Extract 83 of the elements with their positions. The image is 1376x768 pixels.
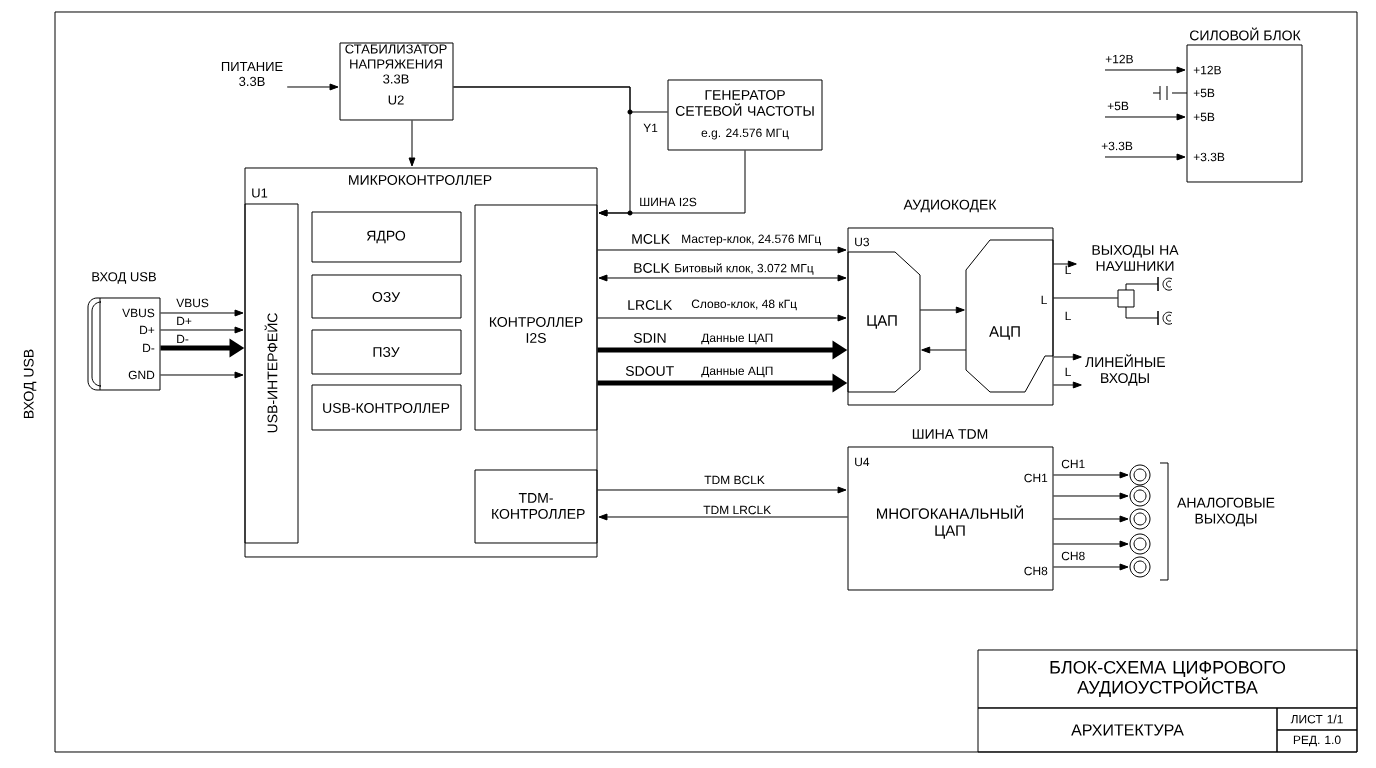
title-block-cell: БЛОК-СХЕМА ЦИФРОВОГО АУДИОУСТРОЙСТВА bbox=[977, 649, 1358, 709]
edge-label: CH8 bbox=[1060, 550, 1087, 562]
node-label: Y1 bbox=[643, 123, 658, 133]
side-label: ВХОД USB bbox=[23, 349, 37, 418]
title-block-cell: РЕД. 1.0 bbox=[1276, 729, 1358, 753]
edge-label: +12В bbox=[1104, 53, 1135, 65]
arrow bbox=[919, 306, 965, 314]
edge-label: MCLK bbox=[630, 233, 672, 245]
signal-description: Мастер-клок, 24.576 МГц bbox=[682, 234, 821, 246]
node-label: ШИНА TDM bbox=[912, 429, 988, 439]
arrow bbox=[1053, 540, 1129, 548]
arrow bbox=[453, 86, 631, 217]
edge-label: +5В bbox=[1106, 100, 1130, 112]
arrow bbox=[597, 246, 847, 254]
edge-label: TDM LRCLK bbox=[702, 504, 773, 516]
edge-label: SDOUT bbox=[624, 365, 676, 377]
channel-mark: L bbox=[1065, 367, 1071, 377]
edge-label: +3.3В bbox=[1100, 140, 1134, 152]
jack-socket bbox=[1129, 556, 1151, 578]
input-label: ПИТАНИЕ 3.3В bbox=[221, 61, 283, 86]
jack-socket bbox=[1129, 485, 1151, 507]
title-block-cell: АРХИТЕКТУРА bbox=[977, 707, 1278, 753]
signal-description: Данные АЦП bbox=[701, 366, 773, 378]
power-block: СИЛОВОЙ БЛОК +12В +5В +5В +3.3В bbox=[1186, 27, 1303, 183]
arrow bbox=[1104, 113, 1186, 121]
jack-socket bbox=[1129, 464, 1151, 486]
input-label: ЛИНЕЙНЫЕ ВХОДЫ bbox=[1085, 354, 1165, 386]
arrow bbox=[598, 274, 847, 282]
memory-block: ОЗУ bbox=[311, 274, 462, 319]
arrow bbox=[1104, 66, 1186, 74]
arrow bbox=[1053, 381, 1082, 389]
arrow bbox=[1053, 492, 1129, 500]
arrow bbox=[1053, 471, 1129, 479]
controller-block: TDM- КОНТРОЛЛЕР bbox=[474, 469, 598, 544]
node-label: СИЛОВОЙ БЛОК bbox=[1190, 27, 1301, 41]
usb-connector: ВХОД USB VBUS D+ D- GND bbox=[87, 272, 161, 391]
edge-label: CH1 bbox=[1060, 458, 1087, 470]
converter-block: ЦАП bbox=[847, 251, 921, 393]
jack-socket bbox=[1129, 508, 1151, 530]
channel-mark: L bbox=[1065, 311, 1071, 321]
arrow bbox=[408, 120, 416, 167]
arrow bbox=[1104, 153, 1186, 161]
title-block-cell: ЛИСТ 1/1 bbox=[1276, 707, 1358, 731]
node-label: ВХОД USB bbox=[92, 272, 156, 284]
arrow bbox=[160, 326, 244, 334]
signal-description: Битовый клок, 3.072 МГц bbox=[675, 263, 814, 275]
output-label: ВЫХОДЫ НА НАУШНИКИ bbox=[1092, 245, 1179, 271]
oscillator-box: ГЕНЕРАТОР СЕТЕВОЙ ЧАСТОТЫ e.g. 24.576 МГц Y1 bbox=[643, 79, 823, 151]
arrow bbox=[1053, 515, 1129, 523]
signal-description: Данные ЦАП bbox=[701, 333, 773, 345]
node-label: АУДИОКОДЕК bbox=[903, 199, 997, 213]
edge-label: TDM BCLK bbox=[703, 474, 766, 486]
arrow bbox=[286, 83, 339, 91]
channel-mark: L bbox=[1065, 265, 1071, 275]
interface-block: USB-ИНТЕРФЕЙС bbox=[244, 203, 299, 544]
regulator-box: СТАБИЛИЗАТОР НАПРЯЖЕНИЯ 3.3В U2 bbox=[339, 42, 454, 121]
edge-label: D- bbox=[175, 333, 190, 345]
edge-label: BCLK bbox=[632, 262, 671, 274]
edge-label: D+ bbox=[175, 315, 193, 327]
edge-label: ШИНА I2S bbox=[638, 196, 698, 208]
memory-block: ПЗУ bbox=[311, 329, 462, 375]
controller-block: USB-КОНТРОЛЛЕР bbox=[311, 384, 462, 431]
channel-mark: L bbox=[1041, 295, 1047, 305]
signal-description: Слово-клок, 48 кГц bbox=[691, 299, 797, 311]
connector-line bbox=[1053, 297, 1119, 299]
arrow bbox=[160, 309, 244, 317]
controller-block: КОНТРОЛЛЕР I2S bbox=[474, 204, 598, 431]
arrow bbox=[597, 314, 847, 322]
headphone-jack-drawing bbox=[1117, 276, 1173, 326]
edge-label: VBUS bbox=[175, 297, 210, 309]
jack-socket bbox=[1129, 533, 1151, 555]
core-block: ЯДРО bbox=[311, 211, 462, 263]
edge-label: SDIN bbox=[632, 332, 668, 344]
arrow bbox=[597, 486, 847, 494]
arrow bbox=[921, 346, 967, 354]
edge-label: LRCLK bbox=[626, 299, 674, 311]
arrow bbox=[160, 371, 244, 379]
group-label: АНАЛОГОВЫЕ ВЫХОДЫ bbox=[1177, 497, 1275, 527]
dac-box: ШИНА TDM U4 МНОГОКАНАЛЬНЫЙ ЦАП CH1 CH8 bbox=[847, 429, 1054, 591]
arrow bbox=[1053, 563, 1129, 571]
arrow bbox=[1053, 260, 1077, 268]
arrow bbox=[1053, 353, 1082, 361]
arrow bbox=[598, 513, 848, 521]
